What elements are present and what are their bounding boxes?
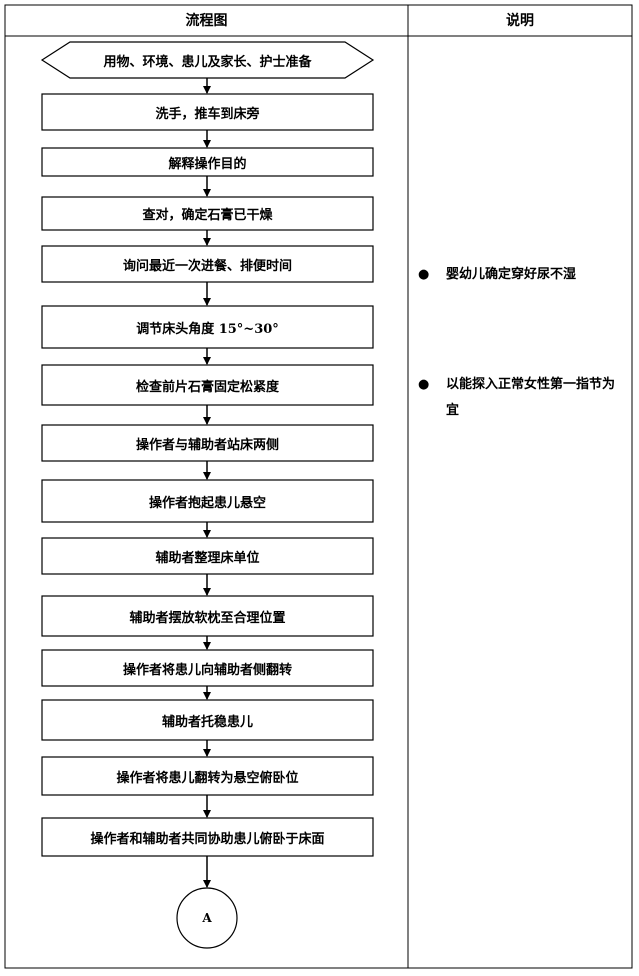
connector-label: A bbox=[202, 911, 212, 925]
start-hexagon bbox=[40, 41, 375, 79]
step-3: 查对，确定石膏已干燥 bbox=[142, 208, 273, 223]
header-notes: 说明 bbox=[506, 13, 534, 29]
note-1: ● 婴幼儿确定穿好尿不湿 bbox=[418, 262, 618, 288]
step-8: 操作者抱起患儿悬空 bbox=[148, 495, 266, 511]
connector-circle bbox=[176, 887, 238, 949]
note-1-text: 婴幼儿确定穿好尿不湿 bbox=[446, 267, 577, 282]
table-border bbox=[4, 4, 633, 969]
step-1: 洗手，推车到床旁 bbox=[155, 106, 260, 122]
bullet-icon: ● bbox=[418, 377, 430, 392]
note-2-text: 以能探入正常女性第一指节为宜 bbox=[446, 377, 616, 418]
step-11: 操作者将患儿向辅助者侧翻转 bbox=[122, 662, 292, 678]
step-10: 辅助者摆放软枕至合理位置 bbox=[129, 610, 286, 626]
bullet-icon: ● bbox=[418, 267, 430, 282]
step-13: 操作者将患儿翻转为悬空俯卧位 bbox=[116, 770, 299, 786]
step-12: 辅助者托稳患儿 bbox=[161, 714, 253, 730]
step-2: 解释操作目的 bbox=[168, 156, 247, 172]
step-14: 操作者和辅助者共同协助患儿俯卧于床面 bbox=[90, 831, 325, 847]
step-9: 辅助者整理床单位 bbox=[155, 550, 260, 566]
step-5: 调节床头角度 15°~30° bbox=[136, 321, 279, 337]
note-2: ● 以能探入正常女性第一指节为宜 bbox=[418, 372, 618, 424]
header-flowchart: 流程图 bbox=[185, 13, 228, 29]
start-label: 用物、环境、患儿及家长、护士准备 bbox=[103, 54, 312, 70]
step-7: 操作者与辅助者站床两侧 bbox=[135, 437, 279, 453]
step-4: 询问最近一次进餐、排便时间 bbox=[122, 258, 292, 274]
step-6: 检查前片石膏固定松紧度 bbox=[135, 379, 279, 395]
